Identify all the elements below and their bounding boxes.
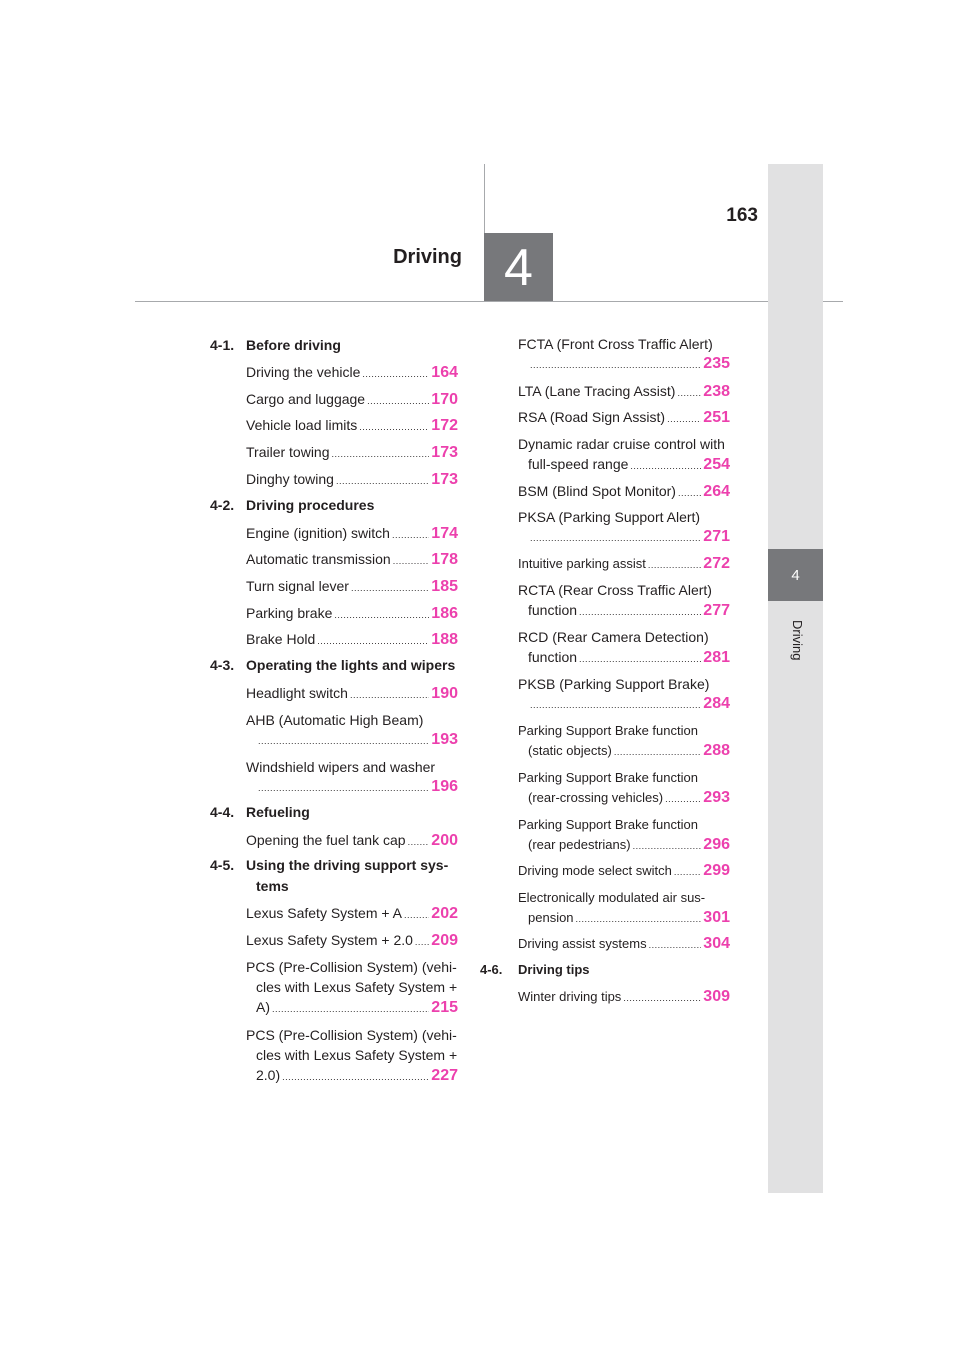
page-link[interactable]: 254 — [703, 456, 730, 473]
page-link[interactable]: 172 — [431, 417, 458, 434]
page-link[interactable]: 272 — [703, 555, 730, 572]
toc-entry[interactable]: BSM (Blind Spot Monitor)264 — [518, 481, 730, 503]
toc-entry[interactable]: PCS (Pre-Collision System) (vehi- cles w… — [246, 957, 458, 1019]
page-link[interactable]: 293 — [703, 789, 730, 806]
page-link[interactable]: 296 — [703, 836, 730, 853]
toc-entry[interactable]: Winter driving tips309 — [518, 987, 730, 1008]
section-number: 4-5. — [210, 857, 235, 873]
toc-entry[interactable]: Engine (ignition) switch174 — [246, 523, 458, 545]
section-name: Before driving — [246, 337, 341, 353]
toc-entry[interactable]: Opening the fuel tank cap200 — [246, 830, 458, 852]
page-link[interactable]: 235 — [703, 355, 730, 372]
toc-entry[interactable]: RSA (Road Sign Assist)251 — [518, 407, 730, 429]
toc-entry[interactable]: Driving the vehicle164 — [246, 362, 458, 384]
toc-entry[interactable]: Parking brake186 — [246, 603, 458, 625]
section-name: Refueling — [246, 804, 310, 820]
chapter-title: Driving — [393, 246, 462, 268]
toc-entry[interactable]: Parking Support Brake function (rear ped… — [518, 815, 730, 856]
toc-entry[interactable]: Brake Hold188 — [246, 629, 458, 651]
page-link[interactable]: 284 — [703, 695, 730, 712]
page-link[interactable]: 200 — [431, 832, 458, 849]
toc-entry[interactable]: Cargo and luggage170 — [246, 389, 458, 411]
page-link[interactable]: 299 — [703, 862, 730, 879]
page-link[interactable]: 251 — [703, 409, 730, 426]
toc-entry[interactable]: AHB (Automatic High Beam) 193 — [246, 710, 458, 751]
page-link[interactable]: 188 — [431, 631, 458, 648]
toc-entry[interactable]: PKSA (Parking Support Alert) 271 — [518, 507, 730, 548]
page-link[interactable]: 288 — [703, 742, 730, 759]
toc-entry[interactable]: Lexus Safety System + A202 — [246, 903, 458, 925]
page-link[interactable]: 209 — [431, 932, 458, 949]
page-link[interactable]: 301 — [703, 909, 730, 926]
page-link[interactable]: 277 — [703, 602, 730, 619]
toc-entry[interactable]: Electronically modulated air sus- pensio… — [518, 888, 730, 929]
side-tab-label: Driving — [790, 620, 805, 661]
section-title-continued: tems — [256, 878, 289, 894]
toc-entry[interactable]: Intuitive parking assist272 — [518, 554, 730, 575]
toc-entry[interactable]: Windshield wipers and washer 196 — [246, 757, 458, 798]
toc-entry[interactable]: Parking Support Brake function (static o… — [518, 721, 730, 762]
page-link[interactable]: 196 — [431, 778, 458, 795]
page-link[interactable]: 170 — [431, 391, 458, 408]
section-name: Using the driving support sys- — [246, 857, 449, 873]
toc-entry[interactable]: PCS (Pre-Collision System) (vehi- cles w… — [246, 1025, 458, 1087]
toc-entry[interactable]: Trailer towing173 — [246, 442, 458, 464]
toc-entry[interactable]: Turn signal lever185 — [246, 576, 458, 598]
page-link[interactable]: 186 — [431, 605, 458, 622]
section-name: Operating the lights and wipers — [246, 657, 456, 673]
page-link[interactable]: 174 — [431, 525, 458, 542]
section-number: 4-6. — [480, 962, 503, 977]
toc-entry[interactable]: PKSB (Parking Support Brake) 284 — [518, 674, 730, 715]
page-link[interactable]: 185 — [431, 578, 458, 595]
toc-entry[interactable]: LTA (Lane Tracing Assist)238 — [518, 381, 730, 403]
page-link[interactable]: 164 — [431, 364, 458, 381]
section-name: Driving procedures — [246, 497, 375, 513]
section-number: 4-4. — [210, 804, 235, 820]
toc-entry[interactable]: Vehicle load limits172 — [246, 415, 458, 437]
page-link[interactable]: 309 — [703, 988, 730, 1005]
side-tab-number: 4 — [768, 549, 823, 601]
page-link[interactable]: 227 — [431, 1067, 458, 1084]
toc-entry[interactable]: RCD (Rear Camera Detection) function281 — [518, 627, 730, 669]
page-link[interactable]: 271 — [703, 528, 730, 545]
page-link[interactable]: 281 — [703, 649, 730, 666]
section-number: 4-3. — [210, 657, 235, 673]
toc-entry[interactable]: Driving mode select switch299 — [518, 861, 730, 882]
page-link[interactable]: 178 — [431, 551, 458, 568]
side-index-bar — [768, 164, 823, 1193]
chapter-number-box: 4 — [484, 233, 553, 302]
page-link[interactable]: 193 — [431, 731, 458, 748]
section-name: Driving tips — [518, 962, 590, 977]
page-number: 163 — [726, 205, 758, 226]
header-divider-horizontal — [135, 301, 843, 302]
page-link[interactable]: 190 — [431, 685, 458, 702]
section-number: 4-2. — [210, 497, 235, 513]
page-link[interactable]: 238 — [703, 383, 730, 400]
toc-entry[interactable]: Dinghy towing173 — [246, 469, 458, 491]
page-link[interactable]: 173 — [431, 444, 458, 461]
page-link[interactable]: 173 — [431, 471, 458, 488]
toc-entry[interactable]: Headlight switch190 — [246, 683, 458, 705]
page-link[interactable]: 304 — [703, 935, 730, 952]
section-number: 4-1. — [210, 337, 235, 353]
toc-entry[interactable]: Dynamic radar cruise control with full-s… — [518, 434, 730, 476]
toc-entry[interactable]: Automatic transmission178 — [246, 549, 458, 571]
toc-entry[interactable]: RCTA (Rear Cross Traffic Alert) function… — [518, 580, 730, 622]
page-link[interactable]: 202 — [431, 905, 458, 922]
page-link[interactable]: 215 — [431, 999, 458, 1016]
toc-entry[interactable]: Parking Support Brake function (rear-cro… — [518, 768, 730, 809]
page-link[interactable]: 264 — [703, 483, 730, 500]
toc-entry[interactable]: FCTA (Front Cross Traffic Alert) 235 — [518, 334, 730, 375]
toc-entry[interactable]: Driving assist systems304 — [518, 934, 730, 955]
toc-entry[interactable]: Lexus Safety System + 2.0209 — [246, 930, 458, 952]
